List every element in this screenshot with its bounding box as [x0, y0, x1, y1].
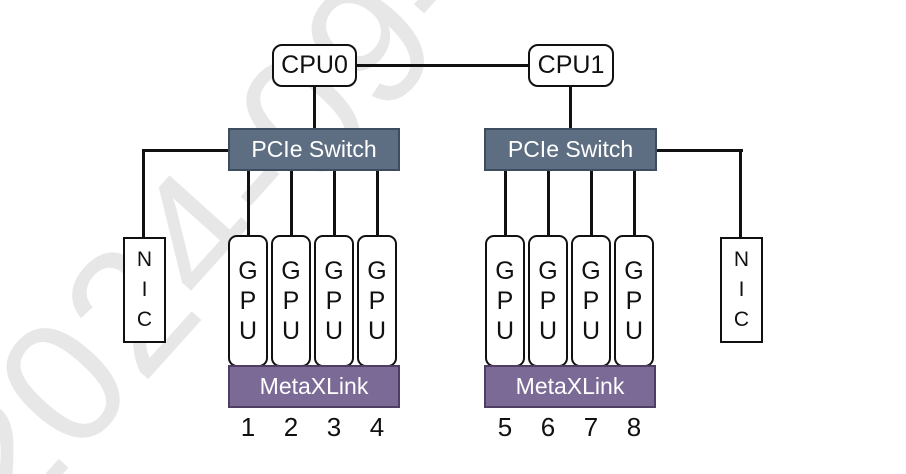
cpu1-label: CPU1	[537, 51, 605, 79]
gpu-5-node: G P U	[485, 235, 525, 367]
gpu-4-number: 4	[369, 412, 385, 442]
pcie-switch-right-label: PCIe Switch	[507, 136, 634, 162]
pcie-switch-right-node: PCIe Switch	[484, 128, 657, 171]
metaxlink-left-bar: MetaXLink	[228, 365, 400, 408]
gpu-1-label: G P U	[238, 257, 258, 345]
nic-left-label: N I C	[136, 248, 153, 331]
metaxlink-left-label: MetaXLink	[259, 373, 369, 399]
gpu-7-label: G P U	[581, 257, 601, 345]
gpu-8-number: 8	[626, 412, 642, 442]
link-switch-gpu-8	[633, 170, 636, 238]
gpu-4-label: G P U	[367, 257, 387, 345]
cpu0-label: CPU0	[281, 51, 348, 79]
nic-right-node: N I C	[720, 237, 763, 343]
link-cpu0-switch-left	[313, 85, 316, 130]
link-switch-gpu-3	[333, 170, 336, 238]
link-switch-right-nic-h	[655, 149, 743, 152]
cpu1-node: CPU1	[528, 44, 614, 87]
link-cpu1-switch-right	[569, 85, 572, 130]
gpu-2-node: G P U	[271, 235, 311, 367]
gpu-1-number: 1	[240, 412, 256, 442]
gpu-2-number: 2	[283, 412, 299, 442]
link-switch-right-nic-v	[739, 149, 742, 239]
gpu-5-number: 5	[497, 412, 513, 442]
link-switch-gpu-2	[290, 170, 293, 238]
link-switch-gpu-5	[504, 170, 507, 238]
gpu-4-node: G P U	[357, 235, 397, 367]
cpu0-node: CPU0	[272, 44, 357, 87]
gpu-6-number: 6	[540, 412, 556, 442]
link-switch-gpu-1	[247, 170, 250, 238]
pcie-switch-left-node: PCIe Switch	[228, 128, 400, 171]
metaxlink-right-bar: MetaXLink	[484, 365, 656, 408]
gpu-8-node: G P U	[614, 235, 654, 367]
nic-right-label: N I C	[733, 248, 750, 331]
gpu-6-label: G P U	[538, 257, 558, 345]
gpu-1-node: G P U	[228, 235, 268, 367]
metaxlink-right-label: MetaXLink	[515, 373, 625, 399]
link-switch-gpu-6	[547, 170, 550, 238]
link-cpu0-cpu1	[355, 64, 530, 67]
pcie-switch-left-label: PCIe Switch	[251, 136, 377, 162]
link-switch-gpu-4	[376, 170, 379, 238]
link-switch-gpu-7	[590, 170, 593, 238]
gpu-8-label: G P U	[624, 257, 644, 345]
gpu-5-label: G P U	[495, 257, 515, 345]
gpu-3-label: G P U	[324, 257, 344, 345]
gpu-7-node: G P U	[571, 235, 611, 367]
gpu-7-number: 7	[583, 412, 599, 442]
nic-left-node: N I C	[123, 237, 166, 343]
link-switch-left-nic-v	[142, 149, 145, 239]
gpu-6-node: G P U	[528, 235, 568, 367]
link-switch-left-nic-h	[142, 149, 230, 152]
gpu-3-number: 3	[326, 412, 342, 442]
gpu-2-label: G P U	[281, 257, 301, 345]
gpu-3-node: G P U	[314, 235, 354, 367]
